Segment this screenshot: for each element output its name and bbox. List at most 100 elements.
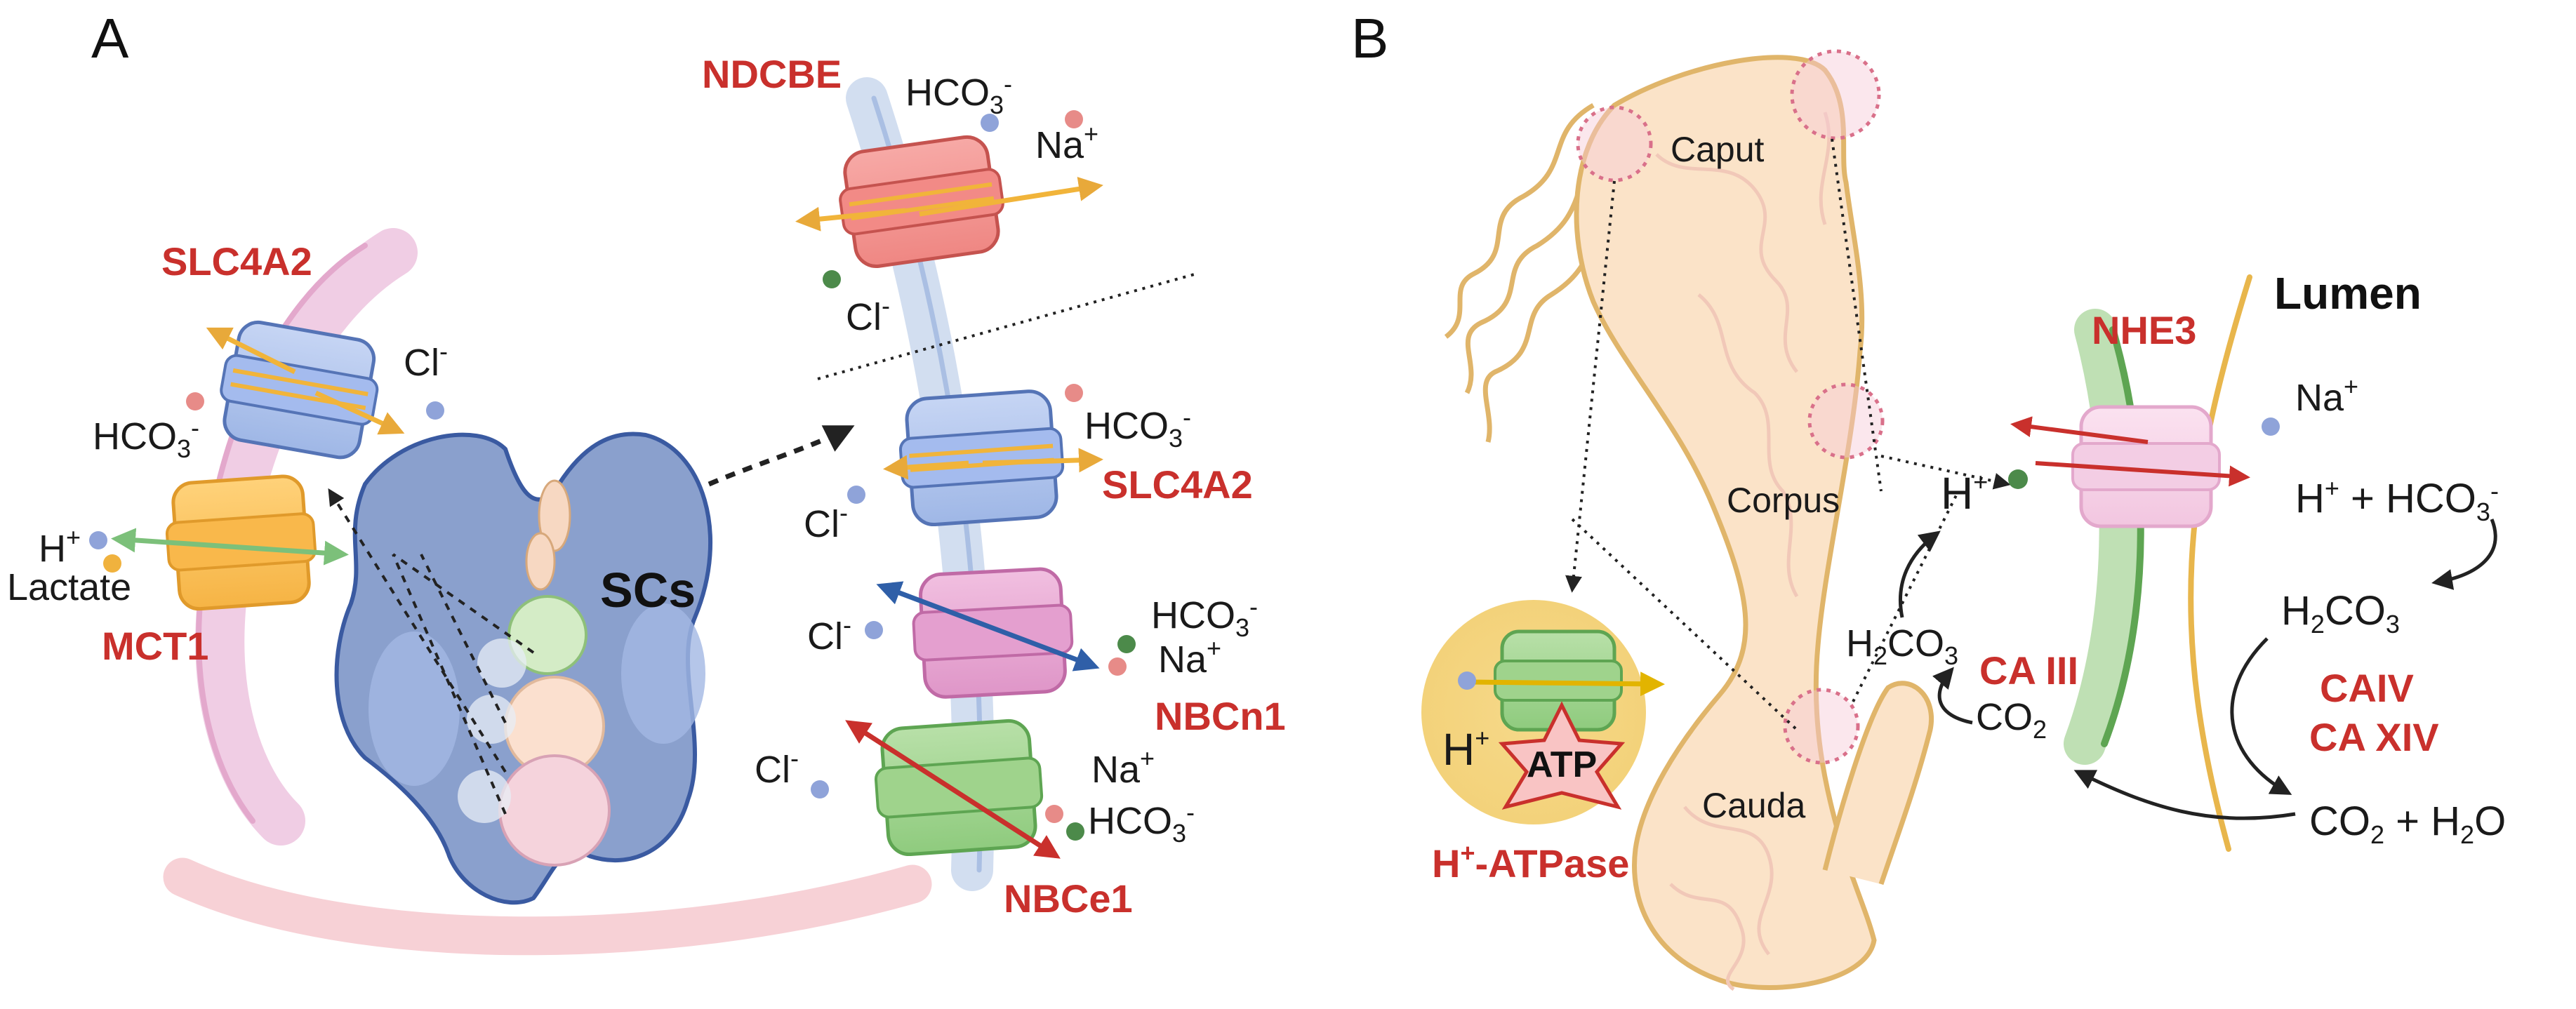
svg-text:H+: H+ bbox=[1941, 467, 1988, 519]
slc4a2-right-hco3-ion: HCO3- bbox=[1065, 384, 1191, 453]
corpus-label: Corpus bbox=[1727, 481, 1840, 520]
svg-text:Cl-: Cl- bbox=[807, 610, 851, 657]
lumen-arrow-2 bbox=[2230, 637, 2292, 795]
epididymis-cauda-hook bbox=[1822, 681, 1934, 886]
slc4a2-left-arrow-up bbox=[206, 327, 296, 375]
nbcn1-hco3-ion: HCO3- bbox=[1117, 592, 1258, 653]
nhe3-arrow-in bbox=[2010, 416, 2149, 444]
mct1-h-ion: H+ bbox=[39, 523, 107, 570]
panel-b-label: B bbox=[1351, 7, 1388, 69]
svg-text:Cl-: Cl- bbox=[755, 744, 799, 791]
spermatid-cell-2 bbox=[525, 532, 556, 591]
lumen-h-hco3: H+ + HCO3- bbox=[2295, 474, 2499, 526]
h-atpase-h-ion bbox=[1458, 671, 1476, 690]
sertoli-label: SCs bbox=[600, 563, 696, 617]
slc4a2-left-cl-ion: Cl- bbox=[404, 337, 448, 420]
h-atpase-arrow bbox=[1470, 671, 1665, 697]
nbce1-transporter bbox=[874, 719, 1044, 857]
germ-ghost-2 bbox=[467, 695, 516, 744]
ndcbe-arrow-left bbox=[795, 206, 906, 232]
svg-text:HCO3-: HCO3- bbox=[1084, 403, 1191, 453]
mct1-arrow bbox=[111, 528, 349, 566]
ndcbe-hco3-ion: HCO3- bbox=[905, 69, 1012, 132]
slc4a2-left-arrow-down bbox=[314, 390, 405, 435]
svg-text:Na+: Na+ bbox=[1158, 634, 1221, 681]
atp-label: ATP bbox=[1527, 744, 1597, 785]
svg-text:Na+: Na+ bbox=[1091, 744, 1155, 791]
cell-apical-membrane bbox=[2064, 309, 2142, 765]
nbcn1-na-ion: Na+ bbox=[1108, 634, 1221, 681]
slc4a2-right-transporter bbox=[898, 389, 1065, 527]
germ-ghost-3 bbox=[458, 770, 511, 823]
lumen-boundary bbox=[2188, 274, 2252, 852]
nbcn1-arrow-blue bbox=[876, 581, 1100, 671]
nhe3-arrow-out bbox=[2035, 461, 2250, 487]
nbce1-cl-ion: Cl- bbox=[755, 744, 829, 798]
region-highlight-circles bbox=[1576, 49, 1885, 765]
lumen-arrow-1 bbox=[2431, 519, 2497, 590]
sertoli-nucleus-left bbox=[369, 632, 460, 786]
nbcn1-cl-ion: Cl- bbox=[807, 610, 883, 657]
ca14-label: CA XIV bbox=[2309, 715, 2439, 759]
nhe3-label: NHE3 bbox=[2092, 308, 2196, 352]
nbcn1-label: NBCn1 bbox=[1155, 694, 1286, 738]
cauda-label: Cauda bbox=[1702, 786, 1806, 825]
h-atpase-label: H+-ATPase bbox=[1432, 838, 1629, 886]
nbcn1-transporter bbox=[912, 567, 1074, 699]
mct1-lactate: Lactate bbox=[7, 554, 131, 608]
svg-text:H+: H+ bbox=[39, 523, 81, 570]
svg-text:Cl-: Cl- bbox=[846, 291, 890, 338]
caiv-label: CAIV bbox=[2320, 666, 2414, 710]
epididymis-coils bbox=[1655, 112, 1831, 991]
ca3-label: CA III bbox=[1979, 648, 2078, 693]
germ-ghost-1 bbox=[477, 639, 526, 688]
atp-star bbox=[1498, 701, 1626, 810]
ndcbe-cl-ion: Cl- bbox=[823, 270, 890, 338]
panel-a-label: A bbox=[91, 7, 129, 69]
svg-text:HCO3-: HCO3- bbox=[905, 69, 1012, 119]
ndcbe-na-ion: Na+ bbox=[1035, 110, 1098, 166]
svg-text:Na+: Na+ bbox=[1035, 119, 1098, 166]
slc4a2-left-hco3-ion: HCO3- bbox=[93, 392, 204, 463]
lumen-co2-h2o: CO2 + H2O bbox=[2309, 798, 2506, 849]
nbce1-na-ion: Na+ bbox=[1045, 744, 1155, 823]
slc4a2-right-label: SLC4A2 bbox=[1102, 462, 1253, 507]
cell-co2: CO2 bbox=[1976, 696, 2047, 744]
cell-h2co3: H2CO3 bbox=[1846, 622, 1958, 670]
slc4a2-right-arrow-left bbox=[883, 455, 969, 480]
cell-apical-membrane-edge bbox=[2101, 326, 2144, 747]
caput-label: Caput bbox=[1671, 130, 1765, 169]
slc4a2-right-arrow-right bbox=[982, 448, 1103, 473]
slc4a2-left-transporter bbox=[220, 320, 379, 460]
svg-text:HCO3-: HCO3- bbox=[1088, 798, 1195, 848]
nbce1-hco3-ion: HCO3- bbox=[1066, 798, 1195, 848]
svg-text:Lactate: Lactate bbox=[7, 566, 131, 608]
slc4a2-right-cl-ion: Cl- bbox=[804, 486, 865, 545]
bottom-membrane-arc bbox=[163, 857, 932, 956]
spermatocyte-pink bbox=[498, 754, 611, 867]
svg-text:Na+: Na+ bbox=[2295, 372, 2358, 419]
lumen-na-ion: Na+ bbox=[2262, 372, 2358, 436]
mct1-label: MCT1 bbox=[102, 624, 208, 668]
ndcbe-arrow-right bbox=[919, 177, 1103, 217]
slc4a2-left-label: SLC4A2 bbox=[161, 239, 312, 283]
sertoli-to-right-arrow bbox=[708, 425, 855, 487]
h-atpase-h-label: H+ bbox=[1442, 723, 1489, 775]
pointer-lines bbox=[1565, 138, 2011, 731]
cell-h2co3-to-h-arrow bbox=[1898, 530, 1941, 618]
svg-text:HCO3-: HCO3- bbox=[1151, 592, 1258, 642]
svg-text:Cl-: Cl- bbox=[404, 337, 448, 384]
lumen-label: Lumen bbox=[2274, 268, 2422, 319]
lumen-to-cell-arrow bbox=[2073, 770, 2296, 820]
svg-text:Cl-: Cl- bbox=[804, 498, 848, 545]
svg-text:HCO3-: HCO3- bbox=[93, 413, 199, 463]
ndcbe-label: NDCBE bbox=[702, 52, 842, 96]
cell-co2-to-h2co3-arrow bbox=[1932, 667, 1973, 725]
cell-h-ion: H+ bbox=[1941, 467, 2028, 519]
sertoli-to-left-arrows bbox=[328, 488, 535, 815]
sertoli-nucleus-right bbox=[621, 603, 705, 744]
nbce1-label: NBCe1 bbox=[1004, 876, 1133, 921]
ndcbe-transporter bbox=[839, 135, 1004, 269]
lumen-h2co3: H2CO3 bbox=[2281, 588, 2400, 639]
